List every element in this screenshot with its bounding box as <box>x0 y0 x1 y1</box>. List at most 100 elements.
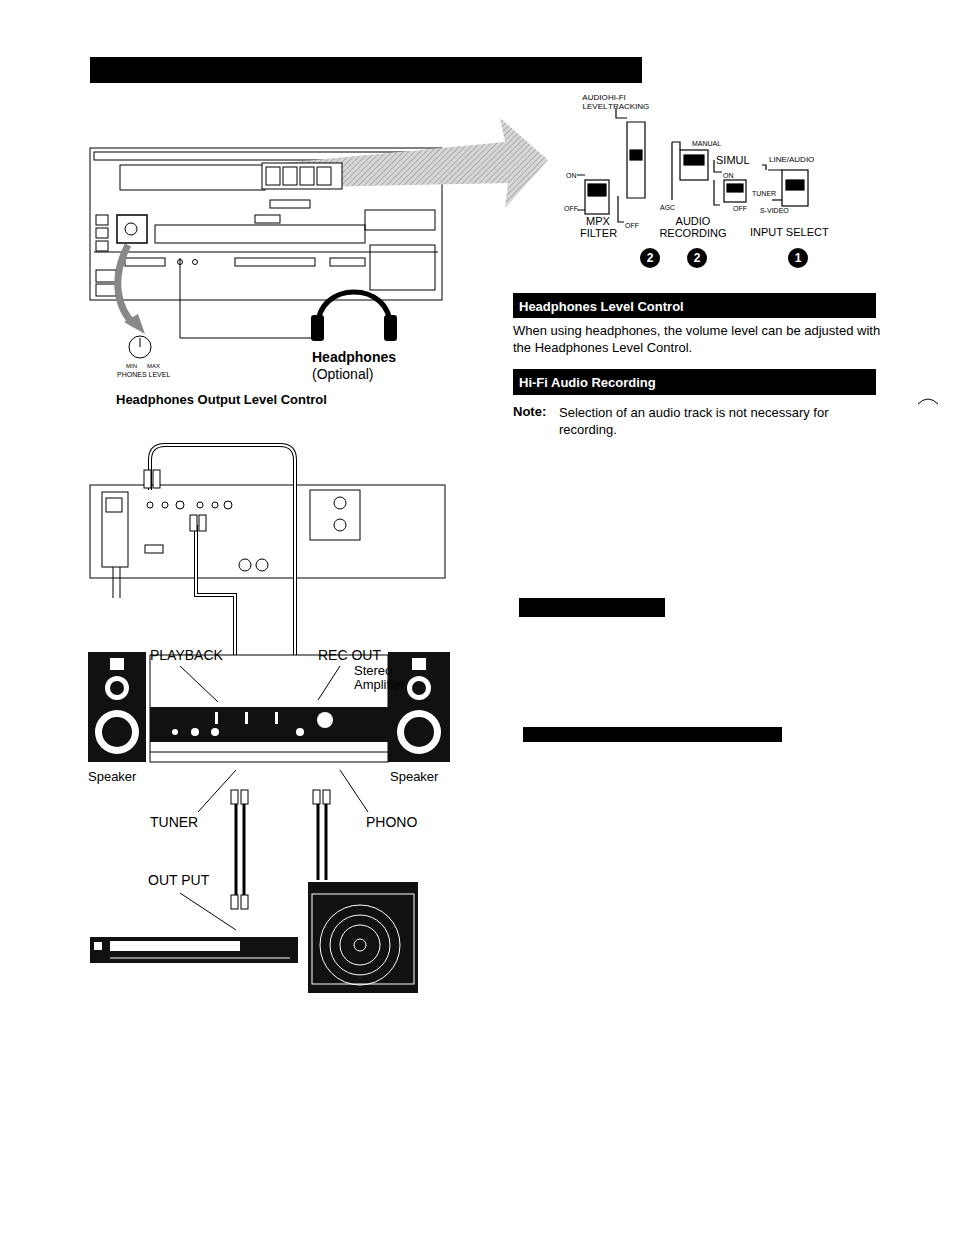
illustration-path <box>325 800 328 880</box>
illustration-circle <box>162 502 168 508</box>
illustration-rect <box>90 937 298 963</box>
illustration-rect <box>255 215 280 223</box>
illustration-rect <box>153 470 160 488</box>
knob-label: PHONES LEVEL <box>117 371 170 379</box>
figure-caption: Headphones Output Level Control <box>116 393 327 407</box>
callout-number: 2 <box>640 248 660 268</box>
illustration-rect <box>313 790 320 804</box>
illustration-circle <box>239 559 251 571</box>
illustration-rect <box>94 942 102 950</box>
part-note: (Optional) <box>312 367 373 382</box>
illustration-rect <box>117 215 147 243</box>
illustration-rect <box>150 655 388 762</box>
illustration-circle <box>412 681 426 695</box>
illustration-rect <box>724 180 746 202</box>
illustration-rect <box>96 241 108 251</box>
illustration-rect <box>150 707 388 742</box>
illustration-path <box>918 399 938 404</box>
illustration-rect <box>110 658 124 670</box>
illustration-path <box>180 258 318 338</box>
illustration-rect <box>120 165 265 190</box>
illustration-polygon <box>262 118 548 208</box>
illustration-rect <box>308 882 418 993</box>
illustration-rect <box>241 895 248 909</box>
illustration-circle <box>407 676 431 700</box>
illustration-rect <box>215 712 218 724</box>
body-text: When using headphones, the volume level … <box>513 323 881 357</box>
illustration-rect <box>323 790 330 804</box>
switch-position: S-VIDEO <box>760 207 789 215</box>
illustration-rect <box>311 315 324 341</box>
illustration-rect <box>144 470 151 488</box>
illustration-circle <box>320 905 400 985</box>
illustration-circle <box>125 223 137 235</box>
callout-number: 1 <box>788 248 808 268</box>
illustration-rect <box>270 200 310 208</box>
illustration-circle <box>256 559 268 571</box>
illustration-rect <box>388 652 450 762</box>
switch-position: ON <box>723 172 734 180</box>
illustration-rect <box>245 712 248 724</box>
illustration-line <box>180 666 218 702</box>
illustration-rect <box>96 215 108 225</box>
illustration-rect <box>585 180 609 214</box>
illustration-line <box>318 666 340 700</box>
illustration-rect <box>190 515 197 531</box>
illustration-line <box>113 567 114 598</box>
illustration-rect <box>231 895 238 909</box>
illustration-g <box>150 445 295 675</box>
illustration-rect <box>266 167 280 185</box>
illustration-rect <box>90 485 445 578</box>
illustration-rect <box>199 515 206 531</box>
note-label: Note: <box>513 405 546 419</box>
illustration-circle <box>211 728 219 736</box>
part-name: Speaker <box>390 770 438 784</box>
switch-position: OFF <box>733 205 747 213</box>
illustration-rect <box>231 790 238 804</box>
illustration-path <box>150 445 295 675</box>
illustration-path <box>772 199 782 200</box>
illustration-g <box>88 652 450 762</box>
illustration-circle <box>354 939 366 951</box>
illustration-path <box>762 165 782 170</box>
jack-label: OUT PUT <box>148 873 209 888</box>
switch-label: INPUT SELECT <box>750 226 829 238</box>
illustration-circle <box>296 728 304 736</box>
switch-position: LINE/AUDIO <box>769 156 814 165</box>
heading-band: Headphones Level Control <box>513 293 876 318</box>
illustration-circle <box>147 502 153 508</box>
illustration-rect <box>235 258 315 266</box>
switch-label: SIMUL <box>716 154 750 166</box>
illustration-rect <box>330 258 365 266</box>
illustration-rect <box>312 894 414 984</box>
jack-label: REC OUT <box>318 648 381 663</box>
illustration-line <box>180 893 236 930</box>
switch-position: OFF <box>564 205 578 213</box>
illustration-rect <box>727 184 743 192</box>
illustration-g <box>172 712 333 736</box>
illustration-path <box>618 196 624 222</box>
switch-position: OFF <box>625 222 639 230</box>
knob-scale: MIN <box>126 363 137 370</box>
illustration-line <box>110 958 290 959</box>
part-name: Headphones <box>312 350 396 365</box>
illustration-g <box>577 108 808 222</box>
illustration-circle <box>172 729 178 735</box>
illustration-line <box>198 770 236 812</box>
illustration-path <box>150 445 295 675</box>
illustration-rect <box>145 545 163 553</box>
illustration-rect <box>310 490 360 540</box>
illustration-line <box>150 752 388 753</box>
illustration-rect <box>96 270 116 282</box>
illustration-path <box>235 800 238 900</box>
illustration-path <box>318 292 390 328</box>
illustration-line <box>120 567 121 598</box>
illustration-g <box>90 485 445 598</box>
illustration-circle <box>334 519 346 531</box>
illustration-rect <box>317 167 331 185</box>
illustration-rect <box>275 712 278 724</box>
illustration-rect <box>786 180 804 190</box>
illustration-circle <box>404 717 434 747</box>
illustration-rect <box>412 658 426 670</box>
